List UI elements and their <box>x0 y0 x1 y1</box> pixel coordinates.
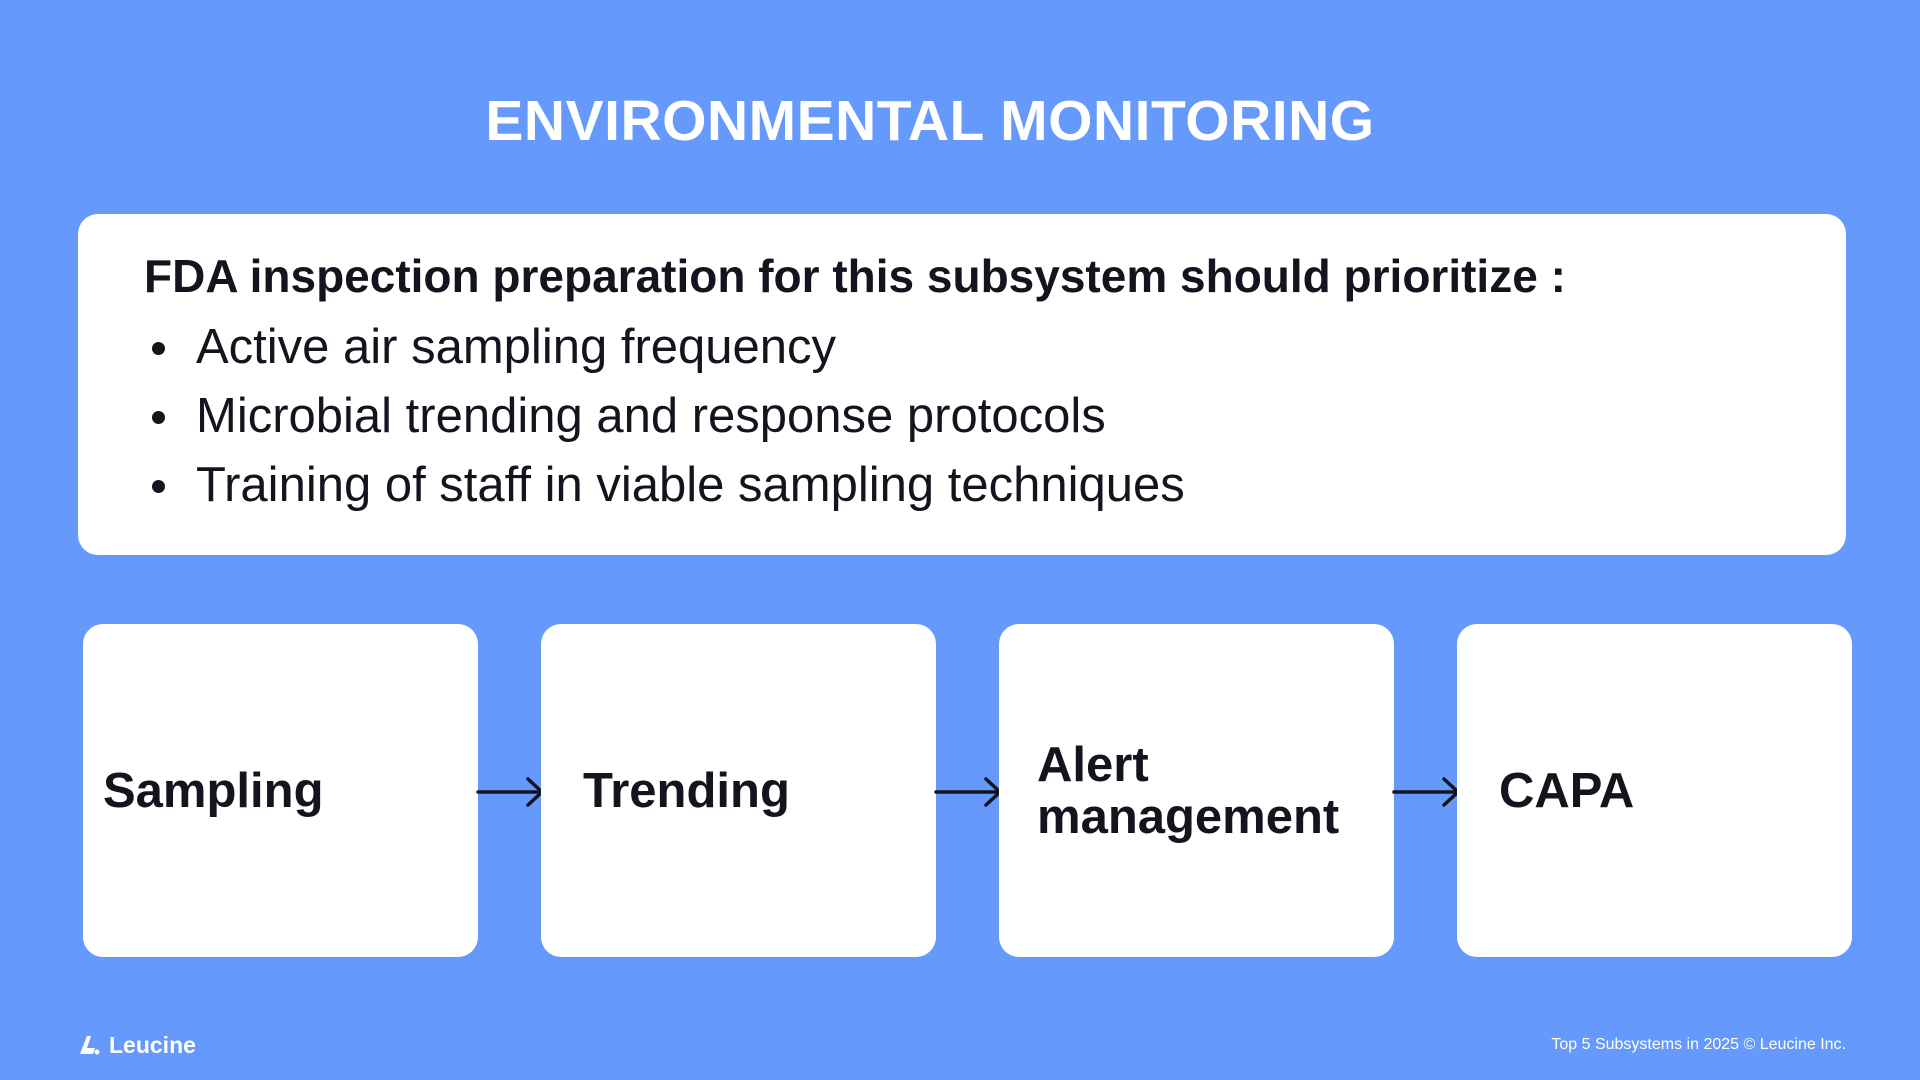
list-item-text: Microbial trending and response protocol… <box>196 389 1106 443</box>
list-item-text: Training of staff in viable sampling tec… <box>196 458 1185 512</box>
logo-text: Leucine <box>109 1031 196 1058</box>
bullet-icon <box>152 411 165 424</box>
info-card: FDA inspection preparation for this subs… <box>78 214 1846 555</box>
list-item-text: Active air sampling frequency <box>196 320 837 374</box>
info-heading: FDA inspection preparation for this subs… <box>144 250 1566 302</box>
arrow-right-icon <box>1392 777 1460 807</box>
bullet-icon <box>152 480 165 493</box>
list-item: Active air sampling frequency <box>144 313 1846 382</box>
step-sampling: Sampling <box>83 624 478 957</box>
footer-copyright: Top 5 Subsystems in 2025 © Leucine Inc. <box>1551 1036 1846 1053</box>
step-trending: Trending <box>541 624 936 957</box>
step-capa: CAPA <box>1457 624 1852 957</box>
footer-logo: Leucine <box>77 1031 196 1059</box>
bullet-icon <box>152 342 165 355</box>
list-item: Microbial trending and response protocol… <box>144 382 1846 451</box>
step-label: Alert management <box>1037 737 1340 844</box>
step-label: CAPA <box>1499 763 1635 818</box>
priority-list: Active air sampling frequency Microbial … <box>144 313 1846 520</box>
step-alert-management: Alert management <box>999 624 1394 957</box>
list-item: Training of staff in viable sampling tec… <box>144 451 1846 520</box>
slide-title: ENVIRONMENTAL MONITORING <box>485 89 1375 153</box>
leucine-logo-icon <box>80 1036 100 1055</box>
step-label: Sampling <box>103 763 324 818</box>
step-label: Trending <box>583 763 790 818</box>
arrow-right-icon <box>934 777 1002 807</box>
arrow-right-icon <box>476 777 544 807</box>
